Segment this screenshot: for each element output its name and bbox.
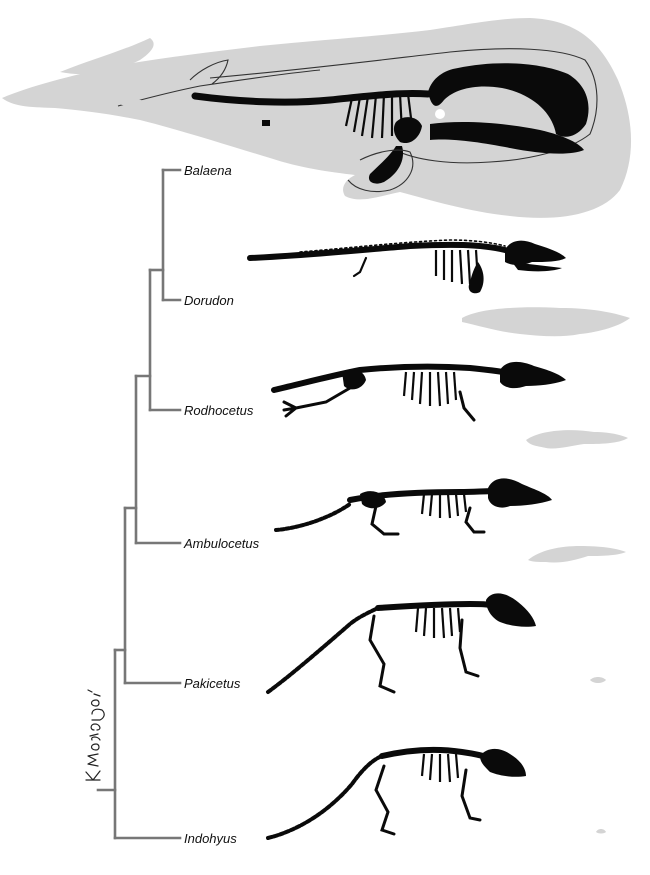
rodhocetus-group — [271, 361, 628, 449]
balaena-ribs — [344, 93, 414, 139]
taxon-label-ambulocetus: Ambulocetus — [183, 536, 260, 551]
rodhocetus-ribs — [402, 371, 458, 407]
balaena-scapula — [393, 117, 422, 144]
taxon-label-indohyus: Indohyus — [184, 831, 237, 846]
taxon-labels: Balaena Dorudon Rodhocetus Ambulocetus P… — [183, 163, 260, 846]
rodhocetus-size-silhouette — [526, 430, 628, 449]
dorudon-group — [247, 239, 630, 337]
indohyus-vertebral-column — [379, 746, 493, 761]
balaena-flipper — [368, 146, 404, 184]
ambulocetus-hindlimb — [370, 504, 400, 536]
ambulocetus-ribs — [420, 493, 468, 519]
dorudon-size-silhouette — [462, 307, 630, 337]
pakicetus-forelimb — [458, 618, 480, 678]
balaena-orbit — [435, 109, 445, 119]
indohyus-forelimb — [460, 768, 482, 822]
balaena-fin-outline — [189, 59, 229, 85]
balaena-skull — [428, 63, 589, 137]
pakicetus-vertebral-column — [375, 600, 497, 611]
ambulocetus-tail — [274, 502, 352, 532]
rodhocetus-skull — [500, 361, 566, 389]
indohyus-skull — [480, 748, 526, 777]
rodhocetus-forelimb — [458, 390, 476, 422]
rodhocetus-pelvis — [342, 369, 366, 390]
indohyus-ribs — [420, 753, 460, 783]
rodhocetus-vertebral-column — [271, 363, 518, 393]
balaena-mouth-line — [209, 48, 598, 164]
indohyus-tail — [266, 754, 384, 840]
pakicetus-ribs — [414, 607, 462, 639]
taxon-label-balaena: Balaena — [184, 163, 232, 178]
taxon-label-rodhocetus: Rodhocetus — [184, 403, 254, 418]
indohyus-size-silhouette — [596, 829, 606, 834]
balaena-pelvic-vestige — [262, 120, 270, 126]
balaena-tail-fluke — [60, 38, 154, 75]
indohyus-group — [266, 746, 606, 840]
artist-signature — [85, 689, 105, 781]
pakicetus-tail — [266, 606, 380, 694]
balaena-body-silhouette — [2, 18, 632, 218]
dorudon-hindlimb — [352, 256, 368, 278]
ambulocetus-size-silhouette — [528, 546, 626, 563]
balaena-vertebral-column — [191, 89, 432, 106]
indohyus-hindlimb — [374, 764, 396, 836]
pakicetus-hindlimb — [368, 614, 396, 694]
rodhocetus-hindlimb — [282, 386, 352, 418]
balaena-flipper-outline — [347, 149, 414, 193]
ambulocetus-skull — [488, 478, 552, 508]
balaena-fluke-tip — [115, 98, 150, 107]
balaena-dorsal-outline — [117, 69, 321, 107]
dorudon-forelimb — [468, 262, 484, 294]
ambulocetus-pelvis — [360, 491, 386, 509]
dorudon-jaw — [512, 262, 562, 272]
taxon-label-dorudon: Dorudon — [184, 293, 234, 308]
ambulocetus-group — [274, 478, 626, 563]
pakicetus-size-silhouette — [590, 677, 606, 683]
balaena-lower-jaw — [430, 122, 584, 154]
dorudon-neural-spines — [299, 239, 506, 253]
taxon-label-pakicetus: Pakicetus — [184, 676, 241, 691]
dorudon-skull — [505, 240, 566, 265]
cladogram-branches — [96, 168, 182, 840]
balaena-group — [2, 18, 632, 218]
pakicetus-group — [266, 593, 606, 694]
dorudon-vertebral-column — [247, 241, 508, 261]
ambulocetus-forelimb — [464, 506, 486, 534]
pakicetus-skull — [486, 593, 536, 627]
